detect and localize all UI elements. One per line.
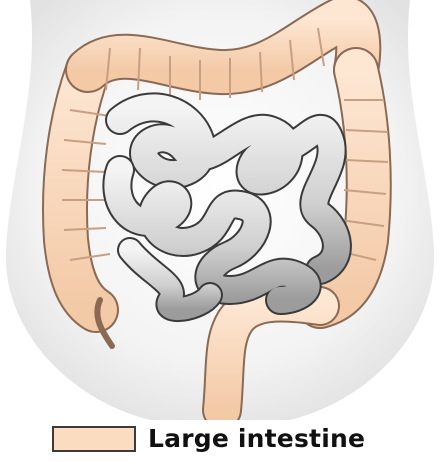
legend-label: Large intestine	[148, 424, 365, 453]
legend: Large intestine	[52, 424, 365, 453]
intestine-illustration	[0, 0, 440, 420]
small-intestine	[117, 107, 337, 309]
legend-swatch-large-intestine	[52, 426, 136, 452]
